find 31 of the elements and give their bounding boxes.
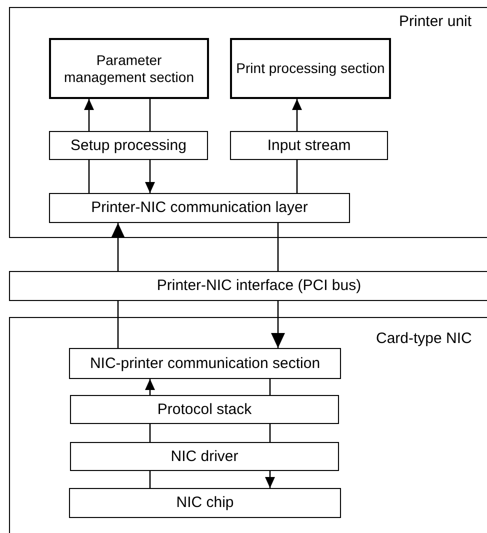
interface-band bbox=[9, 271, 487, 301]
box-label: NIC chip bbox=[176, 494, 234, 512]
process-box bbox=[70, 395, 339, 424]
box-label: NIC-printer communication section bbox=[90, 354, 320, 372]
process-box bbox=[230, 131, 388, 160]
process-box bbox=[70, 442, 339, 471]
arrow bbox=[265, 471, 275, 488]
arrow bbox=[145, 160, 155, 193]
box-label: Setup processing bbox=[70, 136, 186, 154]
arrow bbox=[271, 301, 285, 348]
process-box bbox=[49, 193, 350, 223]
unit-frame bbox=[9, 317, 487, 533]
box-label: Printer-NIC communication layer bbox=[91, 199, 308, 217]
arrow bbox=[145, 379, 155, 395]
process-box bbox=[230, 38, 391, 99]
box-label: Protocol stack bbox=[157, 400, 252, 418]
frame-title: Printer unit bbox=[399, 13, 472, 32]
arrow bbox=[84, 99, 94, 131]
process-box bbox=[49, 131, 208, 160]
box-label: Parameter management section bbox=[63, 52, 195, 85]
box-label: Printer-NIC interface (PCI bus) bbox=[156, 277, 362, 295]
arrow bbox=[111, 223, 125, 271]
frame-title: Card-type NIC bbox=[376, 330, 472, 349]
box-label: NIC driver bbox=[170, 448, 238, 466]
process-box bbox=[69, 348, 341, 379]
box-label: Input stream bbox=[267, 136, 351, 154]
box-label: Print processing section bbox=[236, 60, 385, 77]
arrow bbox=[292, 99, 302, 131]
process-box bbox=[69, 488, 341, 518]
process-box bbox=[49, 38, 209, 99]
unit-frame bbox=[9, 7, 487, 238]
